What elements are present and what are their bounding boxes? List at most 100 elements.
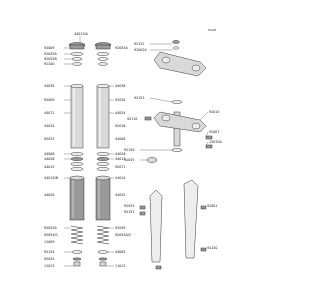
left-outer-tube — [69, 177, 85, 221]
right-fork-assembly — [94, 42, 112, 267]
label-92055-e: 92055 — [124, 158, 135, 162]
label-92029: 92029 — [124, 204, 135, 208]
label-11009: 11009 — [44, 240, 55, 244]
label-92055A-b: 92055A — [115, 46, 128, 50]
label-92016: 92016 — [115, 124, 126, 128]
label-92154: 92154 — [44, 250, 55, 254]
label-44026-a: 44026 — [44, 157, 55, 161]
right-inner-tube — [96, 85, 110, 149]
label-13070A: 13070A — [209, 140, 222, 144]
label-92055-d: 92055 — [44, 257, 55, 261]
label-44008-b: 44008 — [115, 137, 126, 141]
left-spacer — [71, 250, 83, 254]
label-44014: 44014 — [115, 176, 126, 180]
clamp-bolt-2 — [205, 135, 213, 140]
right-fork-guard — [183, 179, 199, 259]
label-92110: 92110 — [127, 117, 138, 121]
label-92001: 92001 — [207, 204, 218, 208]
label-44034-a: 44034 — [44, 124, 55, 128]
label-92007: 92007 — [209, 130, 220, 134]
left-fork-spring — [70, 225, 84, 245]
label-92055C: 92055/C — [44, 233, 59, 237]
right-spacer — [97, 250, 109, 254]
label-92055B: 92055B — [44, 57, 57, 61]
right-guide-bushing — [96, 167, 110, 171]
label-44038-a: 44038 — [44, 84, 55, 88]
label-92150-b: 92150 — [207, 246, 218, 250]
label-92009-b: 92009 — [44, 98, 55, 102]
right-dust-seal — [96, 152, 110, 156]
right-inner-tube-top — [96, 83, 110, 89]
right-top-cap-body — [95, 44, 111, 50]
stem-washer — [172, 46, 180, 50]
label-44034-b: 44034 — [115, 111, 126, 115]
left-oring-1 — [70, 52, 84, 56]
upper-bearing — [171, 100, 183, 104]
label-92055CAC: 92055A/C — [115, 233, 132, 237]
label-92009-a: 92009 — [44, 46, 55, 50]
left-bottom-bolt — [73, 261, 81, 267]
left-fork-assembly — [68, 42, 86, 267]
left-washer — [72, 62, 82, 66]
label-44005: 44005 — [115, 250, 126, 254]
parts-diagram: F0008 — [44, 28, 223, 270]
label-44025: 44025 — [115, 193, 126, 197]
clamp-bolt-3 — [205, 144, 213, 149]
left-inner-tube-top — [70, 83, 84, 89]
label-11013-a: 11013 — [44, 264, 55, 268]
right-retaining-ring — [96, 162, 110, 166]
label-92200: 92200 — [44, 62, 55, 66]
steering-assembly — [139, 40, 213, 270]
right-oil-seal — [96, 157, 110, 161]
reference-code: F0008 — [208, 28, 216, 32]
label-92015: 92015 — [209, 110, 220, 114]
left-labels: 44013/A 92009 92055A 92055B 92200 44038 … — [44, 32, 89, 268]
label-44020-a: 44020 — [44, 193, 55, 197]
label-44008-a: 44008 — [44, 152, 55, 156]
left-dust-seal — [70, 152, 84, 156]
upper-fork-clamp — [153, 51, 207, 77]
right-oring-2 — [97, 57, 109, 61]
label-92055A-2: 92055A — [44, 226, 57, 230]
left-oil-seal — [70, 157, 84, 161]
right-fork-spring — [96, 225, 110, 245]
left-oring-2 — [71, 57, 83, 61]
label-44026-b: 44026 — [115, 152, 126, 156]
right-bottom-bolt — [99, 261, 107, 267]
left-fork-guard — [149, 189, 163, 263]
label-44015-a: 44015 — [44, 165, 55, 169]
label-92055A-a: 92055A — [44, 52, 57, 56]
exploded-fork-view: F0008 — [44, 28, 222, 270]
label-92033: 92033 — [44, 137, 55, 141]
right-outer-tube — [95, 177, 111, 221]
label-11013-b: 11013 — [115, 264, 126, 268]
right-outer-tube-top — [95, 175, 111, 181]
label-44015-b: 44015 — [115, 157, 126, 161]
lower-bearing — [171, 148, 183, 152]
label-44013A: 44013/A — [74, 32, 89, 36]
label-92071: 92071 — [115, 165, 126, 169]
label-44013B: 44013/B — [44, 176, 59, 180]
cable-guide — [146, 157, 158, 163]
right-oring-1 — [96, 52, 110, 56]
clamp-bolt-1 — [144, 116, 152, 121]
right-bolt-washer — [98, 257, 108, 261]
left-bolt-washer — [72, 257, 82, 261]
label-92151: 92151 — [124, 210, 135, 214]
left-outer-tube-top — [69, 175, 85, 181]
label-92034: 92034 — [115, 98, 126, 102]
right-washer — [98, 62, 108, 66]
left-retaining-ring — [70, 162, 84, 166]
right-labels: 92152 92002A 92153 92015 92110 92007 130… — [124, 42, 222, 250]
middle-labels: 92055A 44038 92034 44034 92016 44008 440… — [115, 46, 132, 268]
label-92150: 92150 — [124, 148, 135, 152]
label-92002A: 92002A — [134, 48, 147, 52]
label-92049: 92049 — [115, 226, 126, 230]
stem-nut — [172, 40, 180, 44]
left-inner-tube — [70, 85, 84, 149]
label-44071: 44071 — [44, 111, 55, 115]
label-44038-b: 44038 — [115, 84, 126, 88]
label-92153: 92153 — [134, 96, 145, 100]
leader-lines — [64, 36, 209, 267]
label-92152: 92152 — [134, 42, 145, 46]
